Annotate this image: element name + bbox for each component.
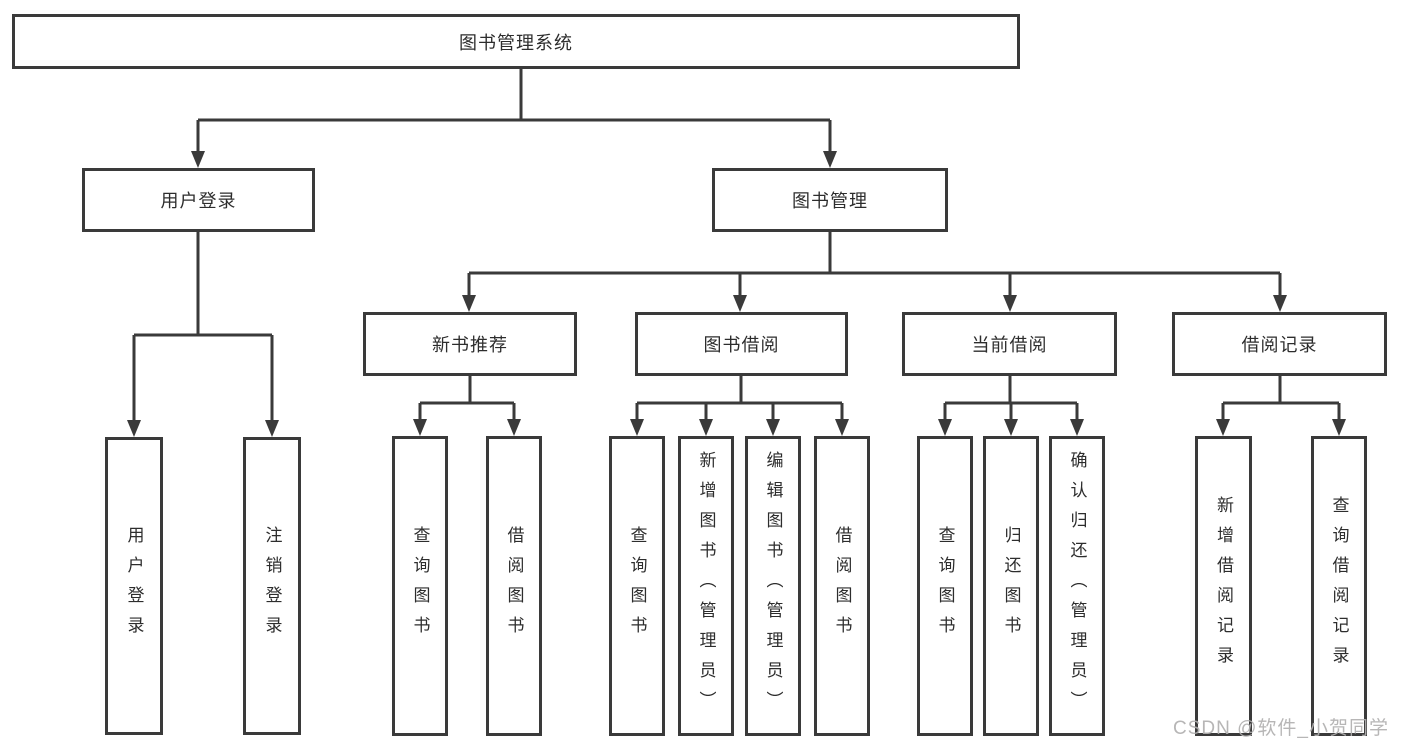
leaf-query-borrow-record: 查询借阅记录 [1311,436,1367,736]
leaf-query-books-borrow: 查询图书 [609,436,665,736]
leaf-add-books-admin: 新增图书（管理员） [678,436,734,736]
connector-bookmgmt-children [467,232,1282,298]
node-user-login: 用户登录 [82,168,315,232]
node-book-borrow: 图书借阅 [635,312,848,376]
leaf-add-borrow-record: 新增借阅记录 [1195,436,1252,736]
connector-records-children [1221,376,1341,422]
leaf-borrow-books-recommend: 借阅图书 [486,436,542,736]
leaf-query-books-current: 查询图书 [917,436,973,736]
watermark: CSDN @软件_小贺同学 [1173,718,1389,739]
connector-current-children [943,376,1079,422]
leaf-query-books-recommend: 查询图书 [392,436,448,736]
leaf-logout: 注销登录 [243,437,301,735]
leaf-return-books: 归还图书 [983,436,1039,736]
leaf-confirm-return-admin: 确认归还（管理员） [1049,436,1105,736]
connector-root-to-level2 [196,69,832,154]
arrowheads [127,151,1346,437]
node-root-system: 图书管理系统 [12,14,1020,69]
leaf-borrow-books: 借阅图书 [814,436,870,736]
connector-borrow-children [635,376,844,422]
leaf-user-login: 用户登录 [105,437,163,735]
connector-login-children [132,232,274,423]
connector-newbook-children [418,376,516,422]
node-borrow-records: 借阅记录 [1172,312,1387,376]
leaf-edit-books-admin: 编辑图书（管理员） [745,436,801,736]
node-current-borrow: 当前借阅 [902,312,1117,376]
node-book-management: 图书管理 [712,168,948,232]
node-new-book-recommend: 新书推荐 [363,312,577,376]
